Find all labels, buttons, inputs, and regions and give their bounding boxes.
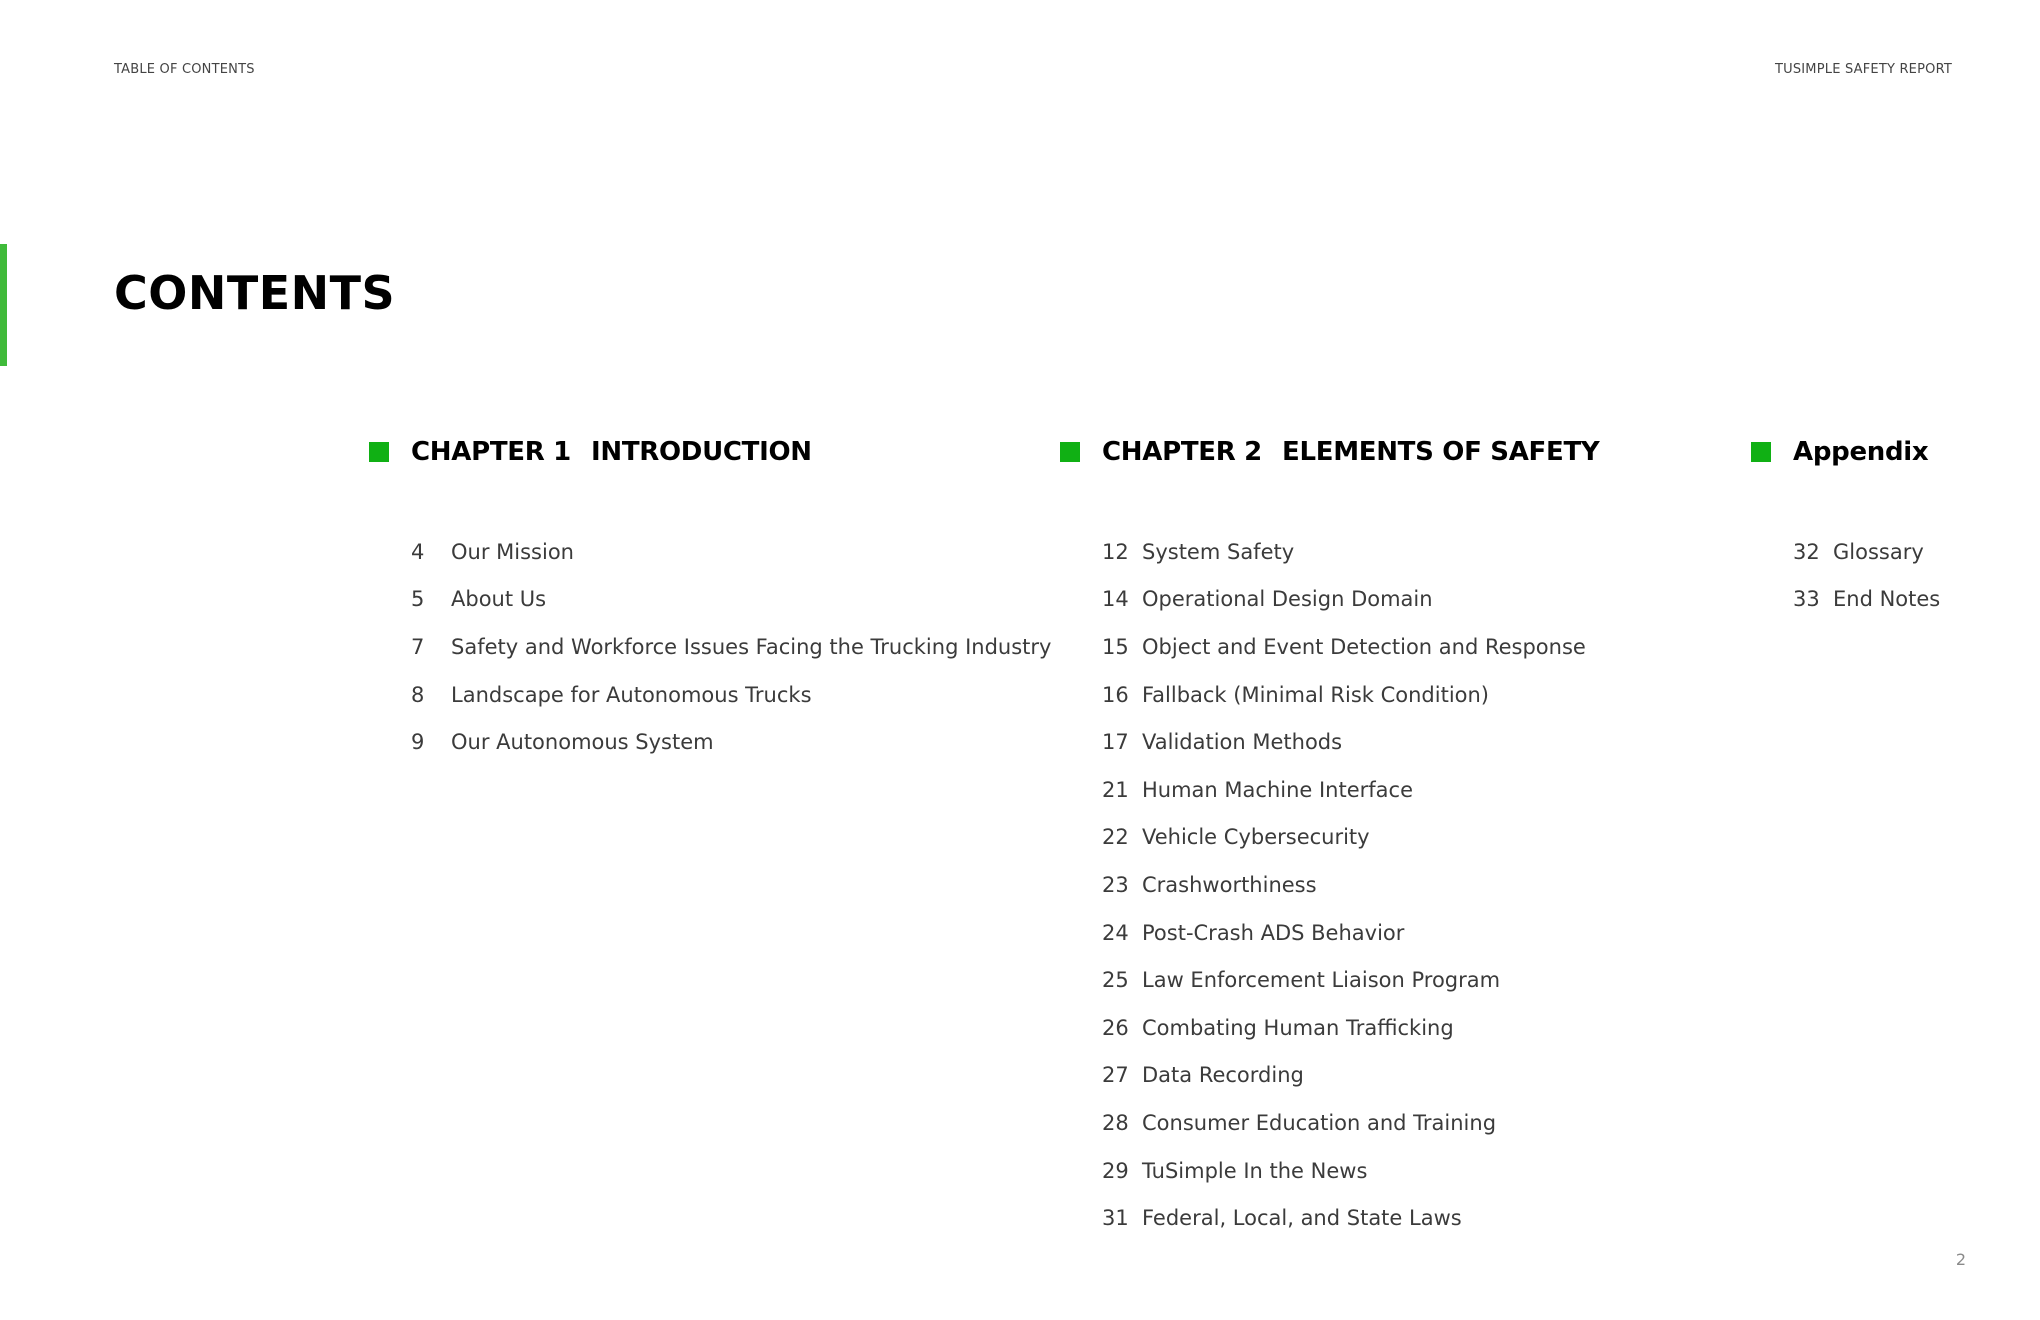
toc-entry-page: 14: [1102, 587, 1129, 612]
toc-entry-label: Glossary: [1833, 539, 1924, 564]
toc-entry-page: 7: [411, 634, 425, 659]
toc-entry-label: TuSimple In the News: [1142, 1158, 1368, 1183]
toc-entry[interactable]: 12 System Safety: [1102, 528, 1599, 576]
toc-entry-label: Landscape for Autonomous Trucks: [451, 682, 812, 707]
toc-entry-page: 22: [1102, 825, 1129, 850]
toc-entry[interactable]: 4 Our Mission: [411, 528, 1051, 576]
toc-entry-page: 28: [1102, 1110, 1129, 1135]
toc-entry-label: Our Autonomous System: [451, 730, 714, 755]
toc-entry-label: Crashworthiness: [1142, 872, 1317, 897]
toc-entry-page: 32: [1793, 539, 1820, 564]
toc-entry[interactable]: 29 TuSimple In the News: [1102, 1147, 1599, 1195]
toc-entry-label: Operational Design Domain: [1142, 587, 1433, 612]
toc-entry[interactable]: 14 Operational Design Domain: [1102, 576, 1599, 624]
toc-entry-label: Consumer Education and Training: [1142, 1110, 1497, 1135]
toc-entry-list: 12 System Safety 14 Operational Design Dom…: [1102, 528, 1599, 1242]
toc-entry-page: 5: [411, 587, 425, 612]
toc-chapter-2: CHAPTER 2 ELEMENTS OF SAFETY 12 System Sa…: [1060, 432, 1600, 1242]
chapter-name: INTRODUCTION: [591, 437, 812, 467]
toc-entry-label: Fallback (Minimal Risk Condition): [1142, 682, 1490, 707]
toc-entry[interactable]: 33 End Notes: [1793, 576, 1940, 624]
square-bullet-icon: [1060, 442, 1080, 462]
toc-entry-list: 4 Our Mission 5 About Us 7 Safety and Workf…: [411, 528, 1051, 766]
square-bullet-icon: [369, 442, 389, 462]
toc-entry-label: Post-Crash ADS Behavior: [1142, 920, 1405, 945]
chapter-heading[interactable]: Appendix: [1751, 432, 1940, 472]
toc-entry-label: Safety and Workforce Issues Facing the T…: [451, 634, 1052, 659]
toc-entry[interactable]: 27 Data Recording: [1102, 1052, 1599, 1100]
chapter-heading[interactable]: CHAPTER 1 INTRODUCTION: [369, 432, 1051, 472]
square-bullet-icon: [1751, 442, 1771, 462]
toc-entry-page: 21: [1102, 777, 1129, 802]
toc-entry-label: Data Recording: [1142, 1063, 1304, 1088]
toc-appendix: Appendix 32 Glossary 33 End Notes: [1751, 432, 1940, 623]
toc-entry-page: 23: [1102, 872, 1129, 897]
toc-entry-page: 26: [1102, 1015, 1129, 1040]
toc-entry[interactable]: 23 Crashworthiness: [1102, 861, 1599, 909]
chapter-name: ELEMENTS OF SAFETY: [1282, 437, 1600, 467]
toc-entry-page: 8: [411, 682, 425, 707]
title-accent-bar: [0, 244, 7, 366]
toc-entry-label: Object and Event Detection and Response: [1142, 634, 1586, 659]
toc-entry-label: Validation Methods: [1142, 730, 1343, 755]
toc-entry[interactable]: 22 Vehicle Cybersecurity: [1102, 814, 1599, 862]
toc-entry[interactable]: 15 Object and Event Detection and Respons…: [1102, 623, 1599, 671]
toc-entry[interactable]: 8 Landscape for Autonomous Trucks: [411, 671, 1051, 719]
page-number: 2: [1955, 1250, 1966, 1269]
toc-entry-page: 12: [1102, 539, 1129, 564]
toc-chapter-1: CHAPTER 1 INTRODUCTION 4 Our Mission 5 Abo…: [369, 432, 1051, 766]
toc-entry[interactable]: 16 Fallback (Minimal Risk Condition): [1102, 671, 1599, 719]
toc-entry-page: 24: [1102, 920, 1129, 945]
page-title: CONTENTS: [114, 266, 396, 320]
toc-entry-page: 31: [1102, 1206, 1129, 1231]
toc-entry-page: 16: [1102, 682, 1129, 707]
toc-entry-label: Combating Human Trafficking: [1142, 1015, 1454, 1040]
toc-entry[interactable]: 9 Our Autonomous System: [411, 718, 1051, 766]
toc-entry-label: Federal, Local, and State Laws: [1142, 1206, 1462, 1231]
toc-entry-page: 17: [1102, 730, 1129, 755]
toc-entry-label: System Safety: [1142, 539, 1295, 564]
toc-entry[interactable]: 31 Federal, Local, and State Laws: [1102, 1194, 1599, 1242]
toc-entry-page: 4: [411, 539, 425, 564]
running-header-right: TUSIMPLE SAFETY REPORT: [1774, 62, 1952, 77]
toc-entry-page: 9: [411, 730, 425, 755]
toc-entry[interactable]: 5 About Us: [411, 576, 1051, 624]
toc-entry[interactable]: 17 Validation Methods: [1102, 718, 1599, 766]
running-header-left: TABLE OF CONTENTS: [114, 62, 255, 77]
toc-entry[interactable]: 24 Post-Crash ADS Behavior: [1102, 909, 1599, 957]
chapter-number: CHAPTER 2: [1102, 437, 1262, 467]
toc-entry[interactable]: 7 Safety and Workforce Issues Facing the …: [411, 623, 1051, 671]
toc-entry-label: Our Mission: [451, 539, 574, 564]
toc-entry-page: 29: [1102, 1158, 1129, 1183]
chapter-heading[interactable]: CHAPTER 2 ELEMENTS OF SAFETY: [1060, 432, 1600, 472]
toc-entry-page: 25: [1102, 968, 1129, 993]
toc-entry-label: End Notes: [1833, 587, 1941, 612]
toc-entry-label: Human Machine Interface: [1142, 777, 1414, 802]
chapter-number: CHAPTER 1: [411, 437, 571, 467]
toc-entry[interactable]: 26 Combating Human Trafficking: [1102, 1004, 1599, 1052]
toc-entry-page: 27: [1102, 1063, 1129, 1088]
chapter-name: Appendix: [1793, 437, 1929, 467]
toc-entry[interactable]: 32 Glossary: [1793, 528, 1940, 576]
toc-entry-list: 32 Glossary 33 End Notes: [1793, 528, 1940, 623]
toc-entry[interactable]: 25 Law Enforcement Liaison Program: [1102, 956, 1599, 1004]
toc-entry-page: 33: [1793, 587, 1820, 612]
toc-entry[interactable]: 28 Consumer Education and Training: [1102, 1099, 1599, 1147]
toc-entry[interactable]: 21 Human Machine Interface: [1102, 766, 1599, 814]
toc-entry-label: About Us: [451, 587, 547, 612]
toc-entry-label: Law Enforcement Liaison Program: [1142, 968, 1501, 993]
toc-entry-page: 15: [1102, 634, 1129, 659]
toc-entry-label: Vehicle Cybersecurity: [1142, 825, 1370, 850]
